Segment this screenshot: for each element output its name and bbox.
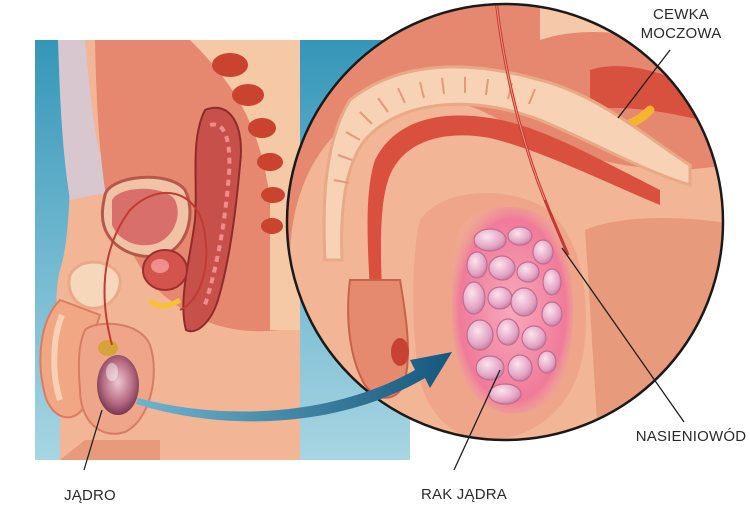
testis bbox=[97, 355, 139, 415]
label-nasieniowod: NASIENIOWÓD bbox=[632, 427, 750, 446]
label-cewka-line1: CEWKA bbox=[626, 5, 736, 24]
label-jadro: JĄDRO bbox=[45, 486, 135, 505]
label-cewka-line2: MOCZOWA bbox=[626, 24, 736, 43]
label-rak-jadra: RAK JĄDRA bbox=[404, 485, 524, 504]
label-cewka-moczowa: CEWKA MOCZOWA bbox=[626, 5, 736, 43]
